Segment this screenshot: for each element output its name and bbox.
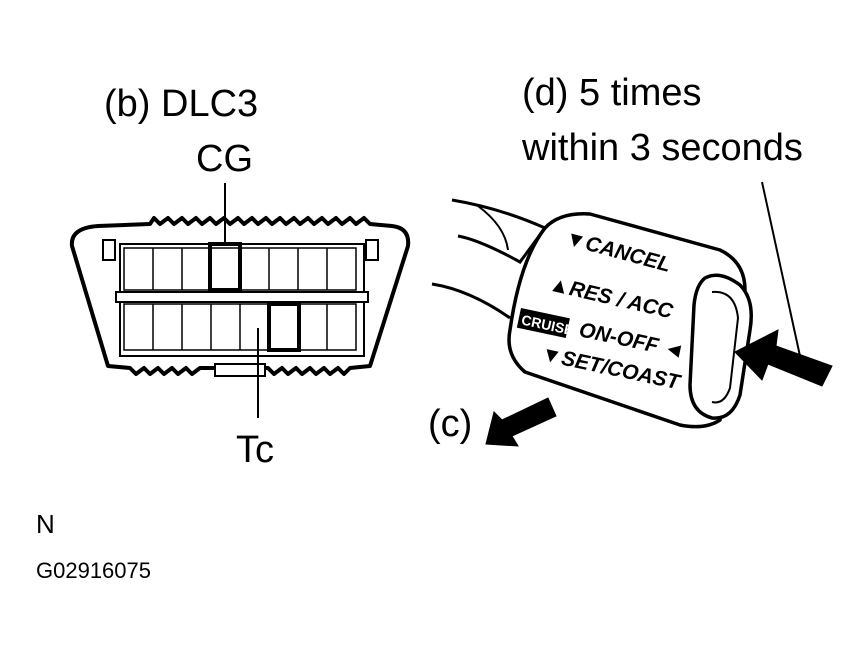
cg-label: CG [196, 138, 253, 180]
step-c-label: (c) [428, 403, 472, 445]
step-d-line1: (d) 5 times [522, 72, 701, 114]
pull-arrow [485, 397, 557, 447]
dlc3-title: (b) DLC3 [104, 83, 258, 125]
tc-terminal [267, 302, 301, 352]
dlc3-divider [115, 291, 369, 303]
switch-stalk-lower [431, 282, 511, 320]
step-d-line2: within 3 seconds [521, 127, 803, 169]
code-letter: N [36, 509, 55, 539]
switch-end-cap-inner [711, 290, 740, 404]
tc-label: Tc [236, 429, 274, 471]
cruise-control-switch [431, 198, 753, 429]
push-leader-line [761, 181, 801, 357]
switch-stalk-groove [477, 205, 509, 251]
dlc3-connector [69, 183, 411, 418]
switch-end-cap [688, 273, 753, 420]
figure-id: G02916075 [36, 558, 151, 583]
push-arrow [734, 329, 833, 387]
dlc3-right-tab [365, 239, 379, 261]
dlc3-bottom-latch [214, 363, 266, 377]
switch-body [507, 212, 747, 429]
dlc3-left-tab [102, 239, 116, 261]
